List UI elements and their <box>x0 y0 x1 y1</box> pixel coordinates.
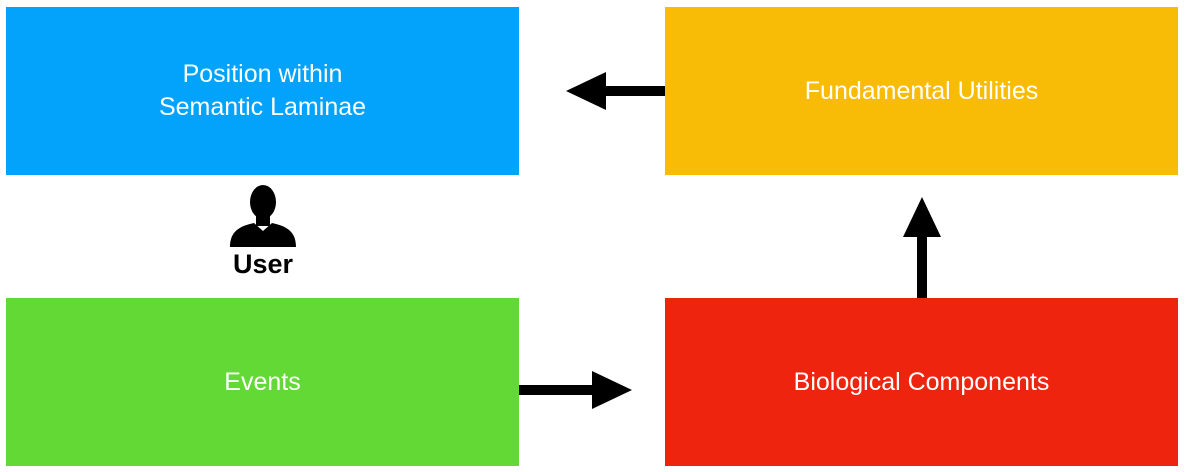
node-label: Fundamental Utilities <box>804 76 1039 105</box>
arrow-utilities-to-position <box>566 72 665 110</box>
user-actor: User <box>210 185 316 285</box>
node-fundamental-utilities: Fundamental Utilities <box>665 7 1178 175</box>
arrow-events-to-bio <box>519 371 632 409</box>
node-label: Events <box>224 367 301 396</box>
node-events: Events <box>6 298 519 466</box>
node-biological-components: Biological Components <box>665 298 1178 466</box>
node-label: Position within Semantic Laminae <box>158 60 367 121</box>
node-position-within-semantic-laminae: Position within Semantic Laminae <box>6 7 519 175</box>
user-silhouette-icon <box>230 185 296 247</box>
arrow-bio-to-utilities <box>903 197 941 298</box>
user-label: User <box>232 249 294 279</box>
node-label: Biological Components <box>793 367 1050 396</box>
